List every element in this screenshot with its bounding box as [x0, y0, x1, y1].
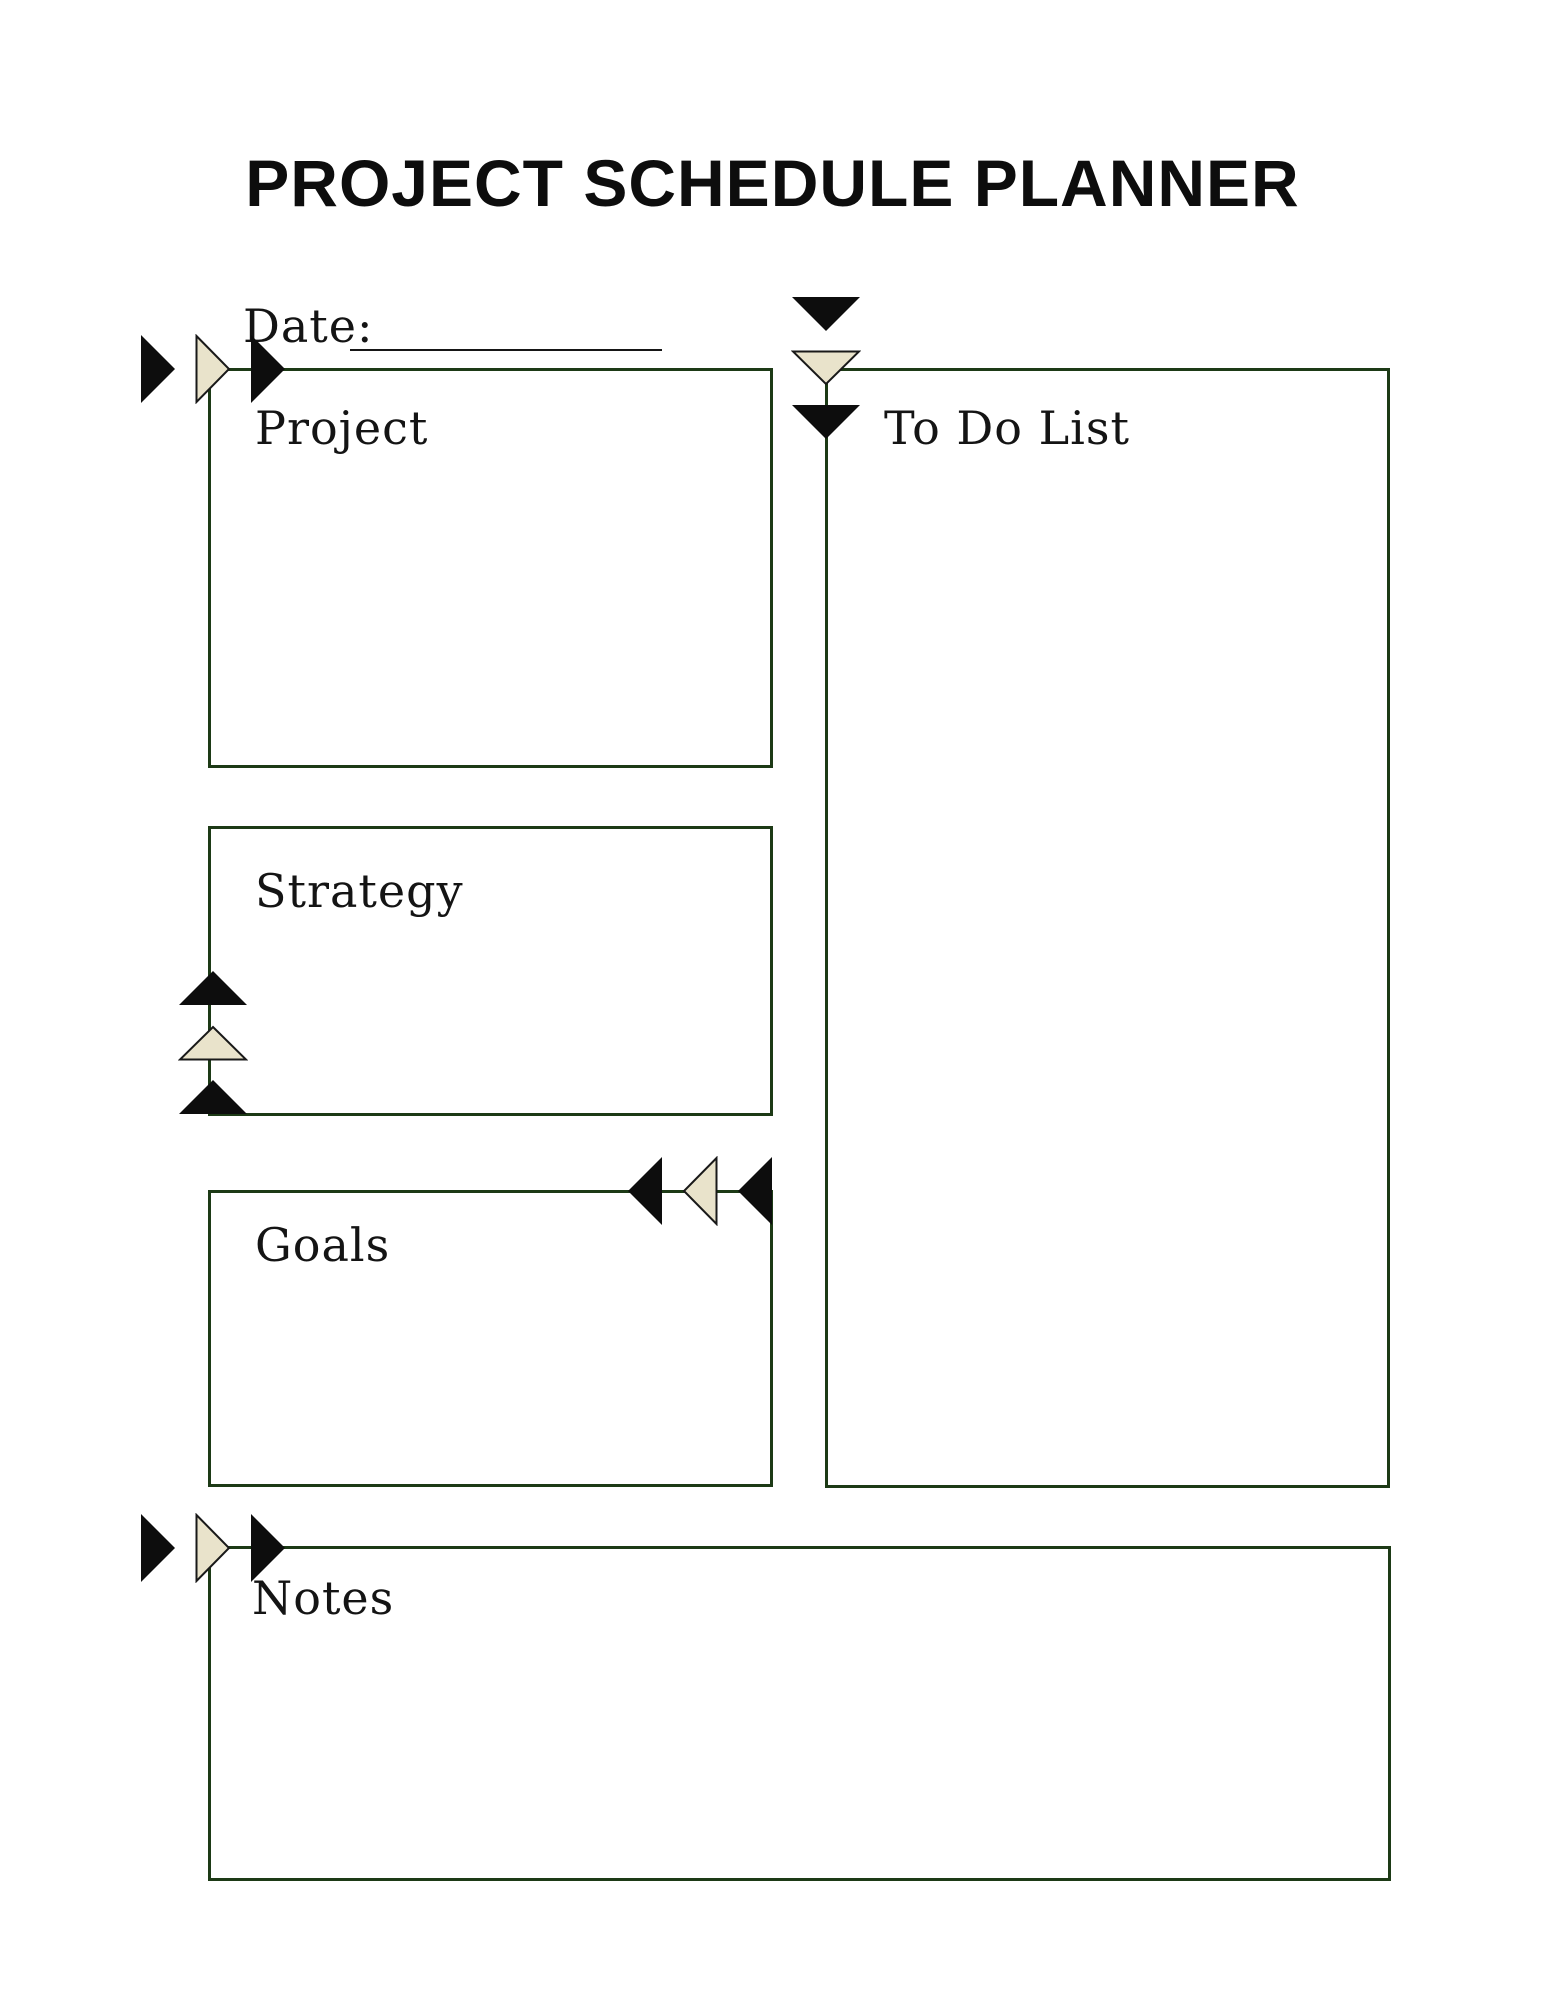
- triangle-up-icon: [178, 1025, 248, 1061]
- notes-content-area[interactable]: [211, 1619, 1388, 1878]
- date-input-line[interactable]: [350, 349, 662, 351]
- triangle-down-icon: [791, 350, 861, 386]
- project-content-area[interactable]: [211, 441, 770, 765]
- triangle-left-icon: [738, 1157, 772, 1225]
- triangle-right-icon: [141, 1514, 175, 1582]
- date-label: Date:: [243, 299, 374, 353]
- page-title: PROJECT SCHEDULE PLANNER: [245, 146, 1300, 220]
- todo-box: [825, 368, 1390, 1488]
- triangle-left-icon: [682, 1156, 718, 1226]
- triangle-right-icon: [141, 335, 175, 403]
- todo-content-area[interactable]: [828, 441, 1387, 1485]
- triangle-right-icon: [251, 1514, 285, 1582]
- todo-label: To Do List: [884, 401, 1130, 455]
- triangle-left-icon: [628, 1157, 662, 1225]
- triangle-right-icon: [251, 335, 285, 403]
- project-box: [208, 368, 773, 768]
- triangle-down-icon: [792, 405, 860, 439]
- strategy-label: Strategy: [255, 864, 464, 918]
- triangle-right-icon: [195, 1513, 231, 1583]
- goals-label: Goals: [255, 1218, 391, 1272]
- triangle-right-icon: [195, 334, 231, 404]
- triangle-up-icon: [179, 971, 247, 1005]
- strategy-box: [208, 826, 773, 1116]
- triangle-up-icon: [179, 1080, 247, 1114]
- goals-content-area[interactable]: [211, 1263, 770, 1484]
- notes-label: Notes: [252, 1571, 395, 1625]
- triangle-down-icon: [792, 297, 860, 331]
- project-label: Project: [255, 401, 429, 455]
- strategy-content-area[interactable]: [211, 899, 770, 1113]
- notes-box: [208, 1546, 1391, 1881]
- goals-box: [208, 1190, 773, 1487]
